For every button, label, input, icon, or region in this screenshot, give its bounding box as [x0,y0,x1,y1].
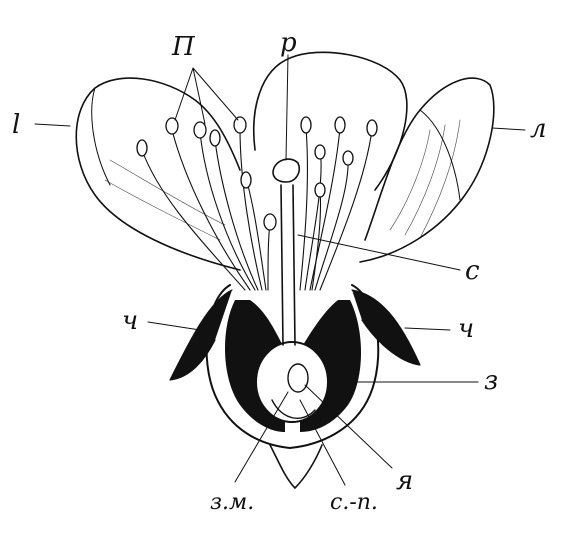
label-stamens: П [172,34,195,60]
anther [137,140,147,156]
right-petal [360,78,494,262]
label-ovule: я [396,468,413,494]
anther [343,151,353,165]
leader-style-c [298,235,460,270]
anther [241,172,251,188]
anther [234,117,246,133]
left-petal [76,78,240,270]
leader-petal-left [35,124,70,126]
label-sepal-right: ч [458,316,474,342]
label-sepal-left: ч [122,308,138,334]
label-style-c: с [465,258,480,284]
label-ovary: з [484,368,498,394]
anther [301,117,311,133]
anther [264,214,276,230]
label-petal-left: l [12,112,20,138]
anther [335,117,345,133]
back-petal [254,52,407,190]
leader-sepal-left [148,322,200,330]
label-petal-right: л [530,116,547,142]
label-pistil: р [280,30,297,56]
leader-petal-right [492,128,525,130]
leader-pistil [286,55,288,160]
anther [210,130,220,146]
stigma [273,159,299,182]
anther [166,118,178,134]
ovary-shape [256,342,328,422]
anther [315,145,325,159]
style-line [281,185,295,345]
anther [367,120,377,136]
left-sepal [170,290,232,380]
right-sepal [352,290,420,365]
label-ovary-wall: з.м. [210,492,254,514]
leader-sepal-right [405,328,450,330]
anther [194,122,206,138]
label-receptacle: с.-п. [330,492,378,514]
anther [315,183,325,197]
leader-stamens [175,68,238,124]
